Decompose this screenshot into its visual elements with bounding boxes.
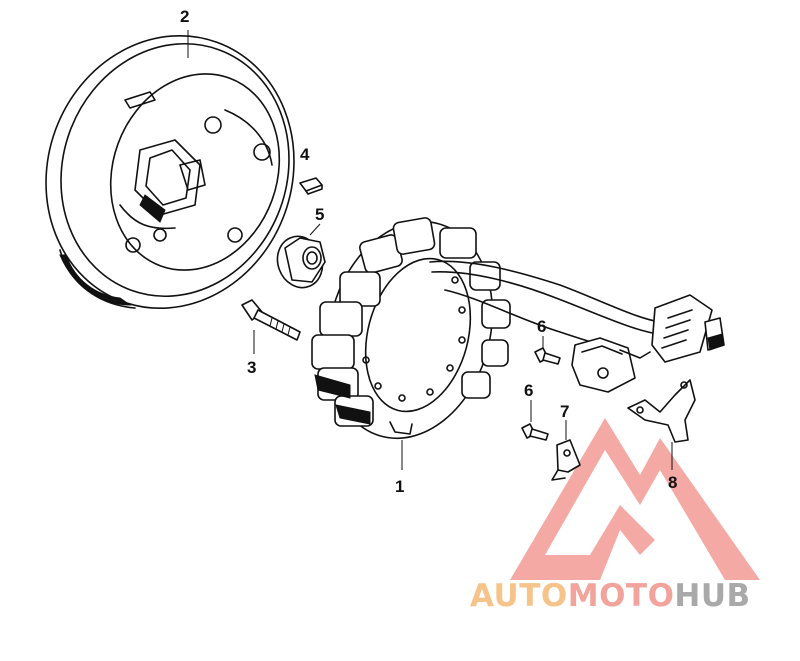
watermark-text: AUTOMOTOHUB: [470, 578, 751, 614]
callout-6-upper: 6: [537, 317, 546, 336]
watermark-hub: HUB: [674, 578, 751, 614]
pickup-coil: [571, 337, 651, 393]
wire-harness: [429, 260, 725, 363]
woodruff-key: [299, 177, 323, 195]
wire-bracket: [627, 379, 696, 443]
flange-nut: [276, 235, 326, 289]
callout-3: 3: [247, 358, 256, 377]
callout-5: 5: [315, 205, 324, 224]
callout-8: 8: [668, 473, 677, 492]
wire-clamp-small: [551, 439, 581, 481]
watermark-auto: AUTO: [470, 578, 568, 614]
screw-lower: [521, 423, 549, 441]
screw-upper: [534, 347, 561, 365]
callout-7: 7: [560, 402, 569, 421]
callout-1: 1: [395, 477, 404, 496]
callout-2: 2: [180, 7, 189, 26]
stator-coil: [311, 217, 511, 440]
watermark-logo: [510, 418, 760, 580]
stator-bolt: [241, 299, 301, 341]
callout-6-lower: 6: [524, 381, 533, 400]
watermark-moto: MOTO: [567, 578, 675, 614]
callout-4: 4: [300, 145, 310, 164]
flywheel-rotor: [45, 34, 295, 310]
